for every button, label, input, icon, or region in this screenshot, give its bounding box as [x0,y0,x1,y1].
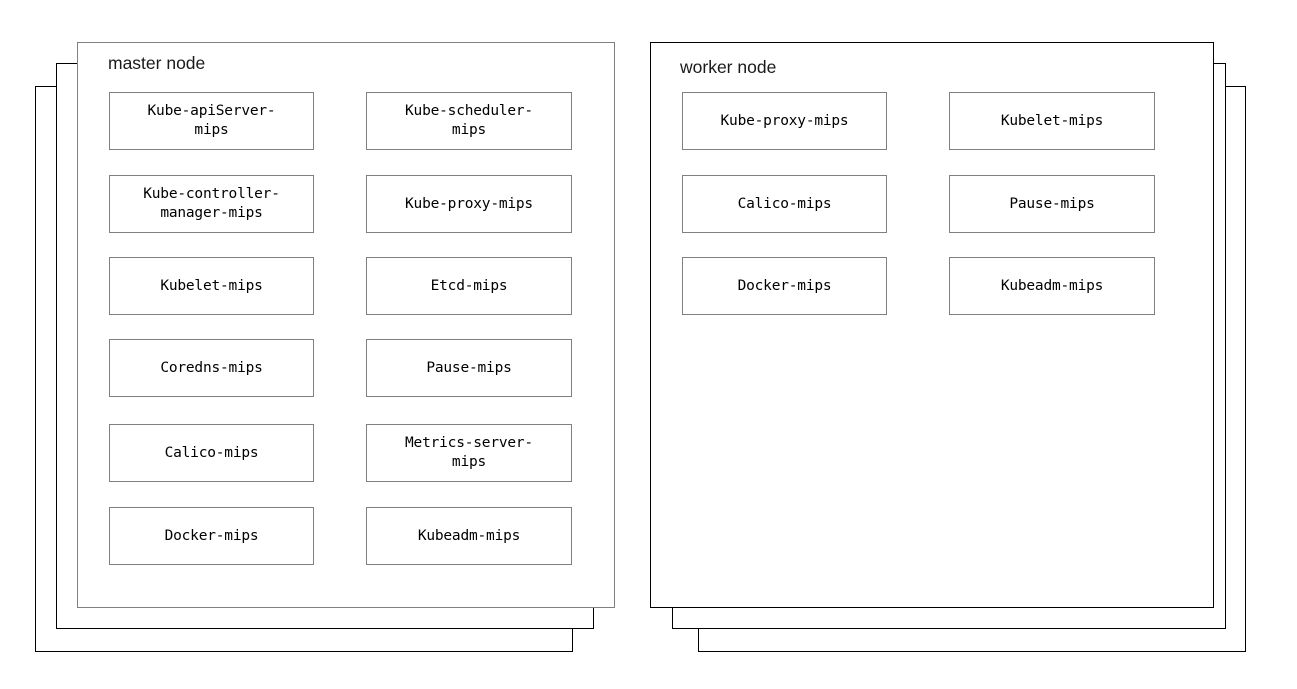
component-label: Kube-apiServer- mips [147,103,276,138]
component-box-master-kubeadm-mips[interactable]: Kubeadm-mips [366,507,572,565]
component-label: Kubeadm-mips [417,527,521,544]
component-label: Etcd-mips [430,277,508,294]
component-box-master-kube-proxy-mips[interactable]: Kube-proxy-mips [366,175,572,233]
component-box-worker-docker-mips[interactable]: Docker-mips [682,257,887,315]
component-label: Kubelet-mips [1000,112,1104,129]
component-label: Docker-mips [737,277,832,294]
component-box-worker-calico-mips[interactable]: Calico-mips [682,175,887,233]
node-title-worker: worker node [680,57,777,77]
component-box-master-coredns-mips[interactable]: Coredns-mips [109,339,314,397]
component-label: Calico-mips [737,195,832,212]
component-box-worker-kubelet-mips[interactable]: Kubelet-mips [949,92,1155,150]
component-label: Pause-mips [426,359,512,376]
component-box-worker-pause-mips[interactable]: Pause-mips [949,175,1155,233]
component-label: Kube-scheduler- mips [405,103,533,138]
node-title-master: master node [108,53,206,73]
component-label: Kube-controller- manager-mips [143,186,280,221]
component-label: Metrics-server- mips [405,435,533,470]
component-box-worker-kubeadm-mips[interactable]: Kubeadm-mips [949,257,1155,315]
component-box-master-kube-apiserver-mips[interactable]: Kube-apiServer- mips [109,92,314,150]
component-label: Kubeadm-mips [1000,277,1104,294]
component-label: Docker-mips [164,527,259,544]
component-label: Kubelet-mips [160,277,263,294]
component-box-master-metrics-server-mips[interactable]: Metrics-server- mips [366,424,572,482]
component-box-master-calico-mips[interactable]: Calico-mips [109,424,314,482]
component-box-master-kube-scheduler-mips[interactable]: Kube-scheduler- mips [366,92,572,150]
component-box-master-kubelet-mips[interactable]: Kubelet-mips [109,257,314,315]
component-box-master-kube-controller-manager-mips[interactable]: Kube-controller- manager-mips [109,175,314,233]
component-box-master-etcd-mips[interactable]: Etcd-mips [366,257,572,315]
component-label: Pause-mips [1009,195,1095,212]
component-label: Calico-mips [164,444,259,461]
component-box-master-pause-mips[interactable]: Pause-mips [366,339,572,397]
component-box-master-docker-mips[interactable]: Docker-mips [109,507,314,565]
component-label: Coredns-mips [160,359,263,376]
component-label: Kube-proxy-mips [720,112,849,129]
component-box-worker-kube-proxy-mips[interactable]: Kube-proxy-mips [682,92,887,150]
component-label: Kube-proxy-mips [405,195,533,212]
